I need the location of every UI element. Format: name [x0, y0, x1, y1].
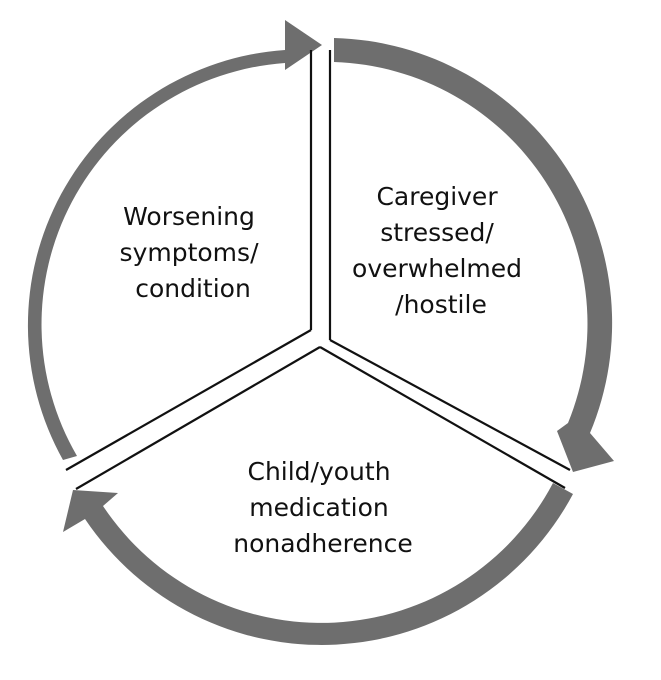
stage-label-line: /hostile [395, 290, 487, 319]
divider-left-upper [65, 329, 312, 471]
stage-label-line: Caregiver [376, 182, 498, 211]
divider-right-lower [319, 346, 566, 489]
stage-label-caregiver: Caregiver stressed/ overwhelmed /hostile [352, 182, 530, 319]
stage-label-line: nonadherence [233, 529, 412, 558]
arrow-to-nonadherence [334, 38, 614, 472]
stage-label-line: Child/youth [247, 457, 390, 486]
cycle-arrows [27, 20, 614, 645]
arrow-to-caregiver [27, 20, 323, 460]
arrow-to-worsening [63, 483, 573, 645]
stage-label-line: Worsening [123, 202, 255, 231]
divider-right-upper [329, 339, 571, 471]
divider-left-lower [75, 346, 321, 490]
stage-label-line: overwhelmed [352, 254, 522, 283]
stage-label-line: medication [249, 493, 389, 522]
stage-label-nonadherence: Child/youth medication nonadherence [233, 457, 412, 558]
stage-label-line: stressed/ [380, 218, 494, 247]
divider-lines [65, 50, 571, 490]
stage-label-line: symptoms/ [120, 238, 260, 267]
stage-label-line: condition [135, 274, 251, 303]
stage-label-worsening: Worsening symptoms/ condition [120, 202, 267, 303]
